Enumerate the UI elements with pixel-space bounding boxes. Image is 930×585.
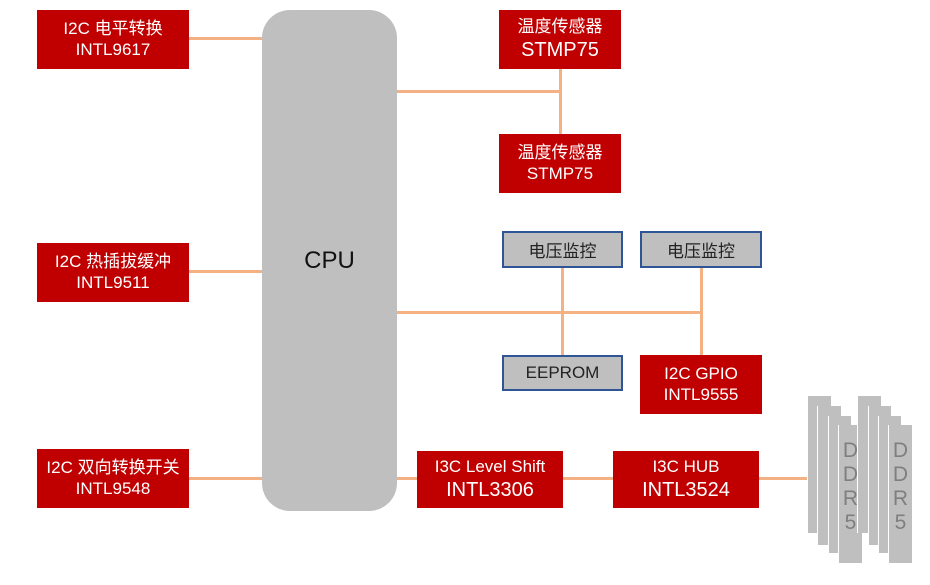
- bus-line-9511-cpu: [189, 270, 262, 273]
- block-title: I2C 电平转换: [63, 19, 163, 39]
- bus-line-cpu-levelshift: [397, 477, 418, 480]
- block-part-number: STMP75: [526, 163, 594, 183]
- voltage-monitor-block-2: 电压监控: [640, 231, 762, 268]
- block-title: EEPROM: [525, 363, 600, 382]
- voltage-monitor-block-1: 电压监控: [502, 231, 623, 268]
- bus-line-levelshift-hub: [563, 477, 613, 480]
- block-part-number: INTL9548: [75, 478, 151, 498]
- bus-line-monitor1-eeprom: [561, 267, 564, 356]
- block-title: 温度传感器: [517, 143, 603, 163]
- block-title: I2C 双向转换开关: [46, 458, 180, 478]
- bidirectional-switch-block: I2C 双向转换开关 INTL9548: [37, 449, 189, 508]
- block-part-number: INTL9555: [663, 384, 739, 404]
- cpu-block: CPU: [262, 10, 397, 511]
- ddr5-label: D D R 5: [842, 439, 859, 534]
- block-part-number: INTL9617: [75, 39, 151, 59]
- bus-line-monitor2-gpio: [700, 267, 703, 356]
- temp-sensor-block-1: 温度传感器 STMP75: [499, 10, 621, 69]
- bus-line-cpu-monitors: [397, 311, 703, 314]
- bus-line-cpu-temp: [397, 90, 562, 93]
- block-title: I2C 热插拔缓冲: [54, 252, 172, 272]
- hotswap-buffer-block: I2C 热插拔缓冲 INTL9511: [37, 243, 189, 302]
- gpio-expander-block: I2C GPIO INTL9555: [640, 355, 762, 414]
- ddr5-label: D D R 5: [892, 439, 909, 534]
- block-part-number: STMP75: [521, 38, 599, 61]
- bus-line-9548-cpu: [189, 477, 262, 480]
- temp-sensor-block-2: 温度传感器 STMP75: [499, 134, 621, 193]
- block-part-number: INTL9511: [76, 272, 150, 292]
- level-translator-block: I2C 电平转换 INTL9617: [37, 10, 189, 69]
- block-title: 电压监控: [528, 242, 597, 261]
- i3c-level-shift-block: I3C Level Shift INTL3306: [417, 451, 563, 508]
- bus-line-temp-vertical: [559, 68, 562, 134]
- block-part-number: INTL3306: [446, 478, 534, 501]
- block-title: 温度传感器: [517, 17, 603, 37]
- ddr5-stick: D D R 5: [888, 425, 914, 563]
- bus-line-9617-cpu: [189, 37, 262, 40]
- block-title: I3C Level Shift: [434, 457, 546, 477]
- eeprom-block: EEPROM: [502, 355, 623, 391]
- block-title: I2C GPIO: [664, 364, 738, 384]
- block-title: I3C HUB: [652, 457, 720, 477]
- i3c-hub-block: I3C HUB INTL3524: [613, 451, 759, 508]
- bus-line-hub-ddr: [759, 477, 807, 480]
- block-title: 电压监控: [667, 242, 735, 261]
- block-part-number: INTL3524: [642, 478, 730, 501]
- cpu-label: CPU: [304, 246, 355, 274]
